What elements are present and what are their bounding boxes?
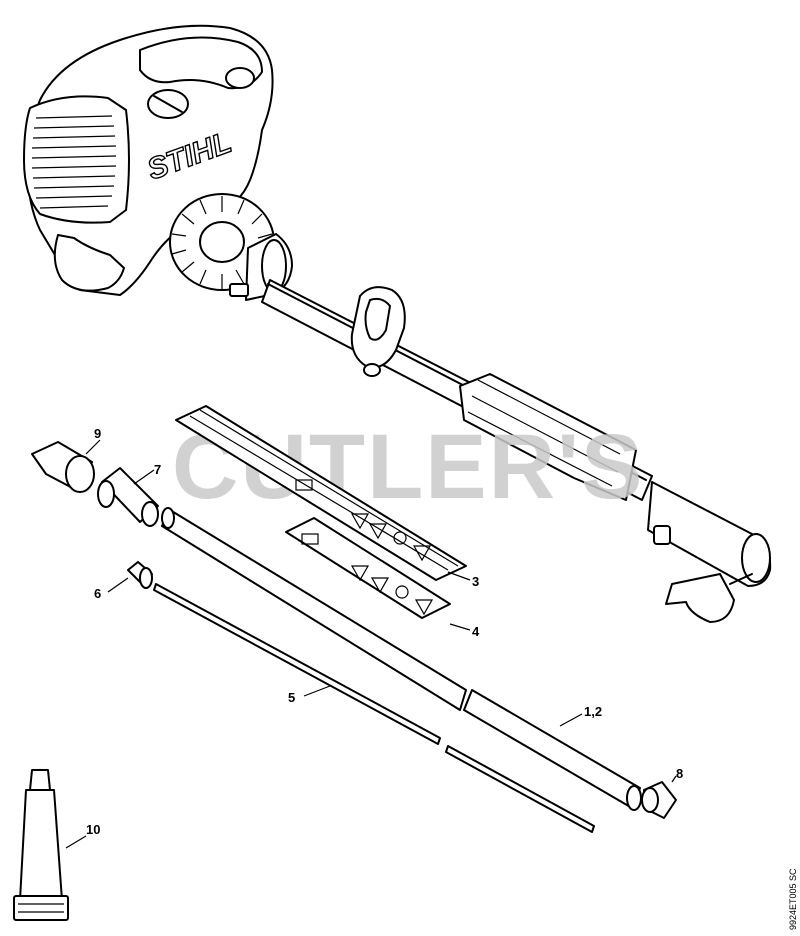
label-icon-2 bbox=[285, 517, 451, 619]
svg-text:4: 4 bbox=[472, 624, 480, 639]
svg-text:3: 3 bbox=[472, 574, 479, 589]
loop-handle-icon bbox=[350, 286, 406, 377]
svg-text:7: 7 bbox=[154, 462, 161, 477]
svg-text:6: 6 bbox=[94, 586, 101, 601]
end-cap-icon bbox=[31, 441, 95, 493]
svg-text:5: 5 bbox=[288, 690, 295, 705]
plug-icon bbox=[641, 781, 677, 819]
callout-4: 4 bbox=[449, 623, 480, 639]
grip-icon bbox=[459, 373, 637, 501]
drive-shaft-icon bbox=[153, 583, 595, 833]
grease-tube-icon bbox=[13, 769, 69, 921]
svg-text:10: 10 bbox=[86, 822, 100, 837]
callout-3: 3 bbox=[447, 571, 479, 589]
engine-powerhead-icon: STIHL bbox=[23, 24, 293, 301]
callout-1-2: 1,2 bbox=[559, 704, 602, 727]
callout-8: 8 bbox=[671, 766, 683, 783]
svg-text:1,2: 1,2 bbox=[584, 704, 602, 719]
callout-7: 7 bbox=[133, 462, 161, 485]
callout-9: 9 bbox=[85, 426, 101, 455]
reference-code: 9924ET005 SC bbox=[788, 868, 798, 930]
callout-10: 10 bbox=[65, 822, 100, 849]
callout-6: 6 bbox=[94, 577, 129, 601]
label-icon bbox=[175, 405, 467, 581]
svg-text:8: 8 bbox=[676, 766, 683, 781]
sleeve-icon bbox=[97, 467, 159, 527]
tube-icon bbox=[161, 507, 642, 811]
bushing-icon bbox=[127, 561, 153, 589]
svg-text:9: 9 bbox=[94, 426, 101, 441]
callout-5: 5 bbox=[288, 685, 331, 705]
coupling-clamp-icon bbox=[647, 481, 772, 623]
